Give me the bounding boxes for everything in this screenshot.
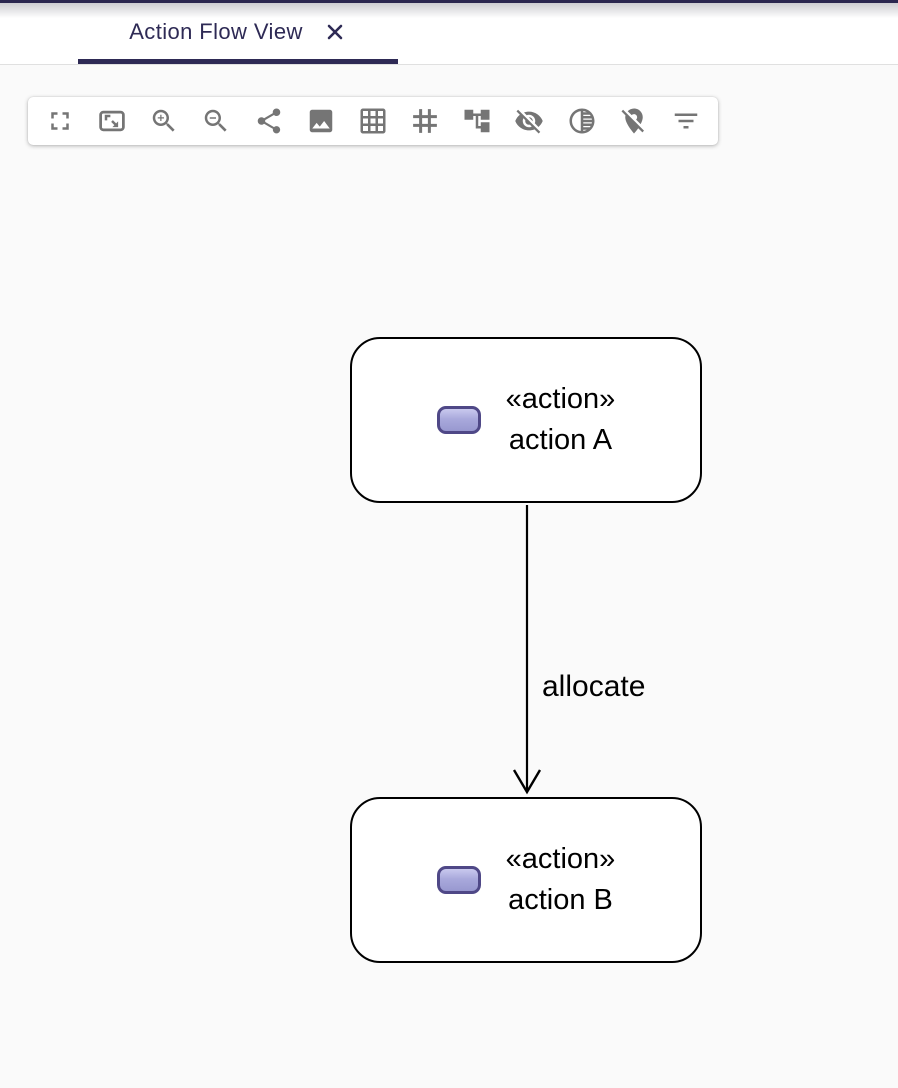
- active-tab-indicator: [78, 59, 398, 64]
- snap-to-grid-button[interactable]: [409, 105, 441, 137]
- tab-bar: Action Flow View: [0, 0, 898, 65]
- fade-elements-icon: [569, 108, 595, 134]
- arrange-all-button[interactable]: [461, 105, 493, 137]
- zoom-in-icon: [153, 109, 175, 132]
- share-icon: [257, 108, 280, 134]
- zoom-out-button[interactable]: [200, 105, 232, 137]
- unpin-elements-button[interactable]: [618, 105, 650, 137]
- hide-elements-button[interactable]: [513, 105, 545, 137]
- diagram-canvas[interactable]: allocate «action» action A «action» acti…: [0, 64, 898, 1088]
- node-b-label: action B: [508, 884, 613, 916]
- close-icon[interactable]: [323, 20, 347, 44]
- tab-label: Action Flow View: [129, 19, 303, 44]
- export-image-icon: [309, 109, 333, 133]
- zoom-in-button[interactable]: [148, 105, 180, 137]
- tab-action-flow-view[interactable]: Action Flow View: [78, 0, 398, 64]
- fade-elements-button[interactable]: [566, 105, 598, 137]
- node-a-text: «action» action A: [506, 379, 616, 461]
- export-image-button[interactable]: [305, 105, 337, 137]
- fullscreen-icon: [51, 112, 69, 130]
- arrange-all-icon: [464, 109, 490, 133]
- hide-elements-icon: [515, 109, 544, 134]
- fit-to-screen-icon: [99, 110, 125, 132]
- grid-icon: [360, 108, 386, 134]
- diagram-toolbar: [28, 97, 718, 145]
- edge-label-allocate[interactable]: allocate: [542, 670, 646, 703]
- fullscreen-button[interactable]: [44, 105, 76, 137]
- share-button[interactable]: [253, 105, 285, 137]
- node-a-stereotype: «action»: [505, 383, 616, 415]
- unpin-elements-icon: [621, 108, 644, 134]
- filter-elements-button[interactable]: [670, 105, 702, 137]
- fit-to-screen-button[interactable]: [96, 105, 128, 137]
- node-action-b[interactable]: «action» action B: [350, 797, 702, 963]
- node-action-a[interactable]: «action» action A: [350, 337, 702, 503]
- zoom-out-icon: [205, 109, 228, 132]
- node-b-text: «action» action B: [506, 839, 616, 921]
- snap-to-grid-icon: [413, 109, 437, 133]
- top-edge-strip: [0, 0, 898, 3]
- node-a-label: action A: [508, 424, 613, 456]
- grid-button[interactable]: [357, 105, 389, 137]
- filter-elements-icon: [674, 113, 698, 129]
- edge-allocate[interactable]: [512, 505, 542, 795]
- node-b-stereotype: «action»: [505, 843, 616, 875]
- action-pill-icon: [436, 406, 481, 434]
- action-pill-icon: [436, 866, 481, 894]
